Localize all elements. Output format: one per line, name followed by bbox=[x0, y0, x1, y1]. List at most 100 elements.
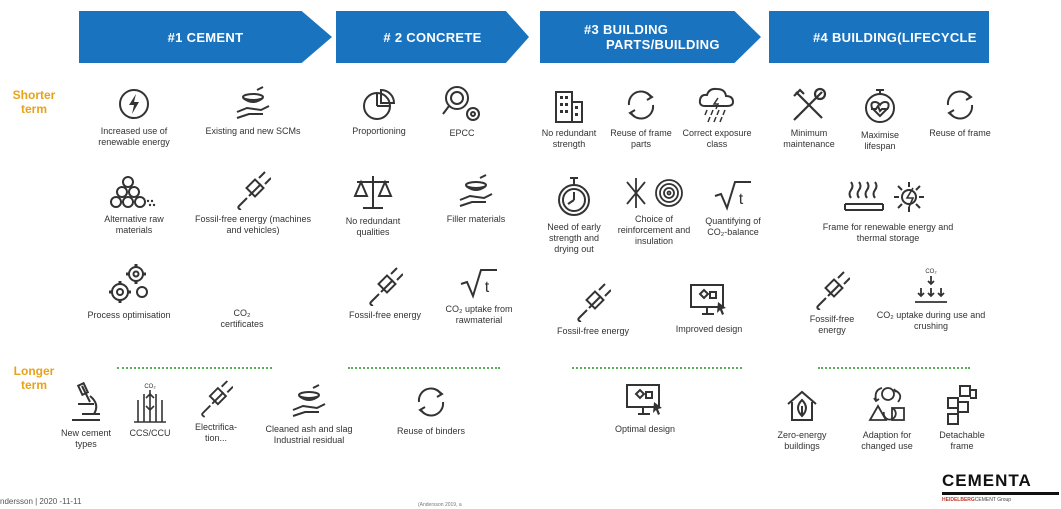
header-building-parts-line1: #3 BUILDING bbox=[584, 22, 669, 37]
svg-text:t: t bbox=[485, 279, 490, 296]
concrete-co2-uptake-label: CO₂ uptake from rawmaterial bbox=[445, 304, 513, 325]
ccs-icon: CO₂ bbox=[134, 384, 166, 423]
concrete-co2-uptake: t CO₂ uptake from rawmaterial bbox=[436, 266, 522, 326]
lc-co2-uptake-use-label: CO₂ uptake during use and crushing bbox=[876, 310, 986, 331]
gears-icon bbox=[109, 264, 148, 303]
bp-reuse-frame-parts-label: Reuse of frame parts bbox=[610, 128, 672, 149]
plug-icon bbox=[577, 283, 611, 322]
plug-icon bbox=[816, 271, 850, 310]
concrete-fossil-free-label: Fossil-free energy bbox=[348, 310, 422, 320]
square-root-icon: t bbox=[460, 269, 497, 299]
logo-sub-text: HEIDELBERGCEMENT Group bbox=[942, 497, 1061, 503]
separator-lifecycle bbox=[818, 367, 970, 369]
lc-maximise-lifespan-label: Maximise lifespan bbox=[860, 130, 899, 151]
detachable-blocks-icon bbox=[947, 385, 977, 425]
header-concrete: # 2 CONCRETE bbox=[336, 11, 529, 63]
cement-scms-label: Existing and new SCMs bbox=[205, 126, 301, 136]
concrete-proportioning: Proportioning bbox=[342, 86, 416, 137]
lc-zero-energy: Zero-energy buildings bbox=[770, 386, 834, 452]
wrench-screwdriver-icon bbox=[793, 87, 827, 121]
logo-sub-brand: HEIDELBERG bbox=[942, 497, 975, 503]
concrete-fossil-free: Fossil-free energy bbox=[340, 266, 430, 321]
bp-fossil-free-label: Fossil-free energy bbox=[556, 326, 630, 336]
header-cement: #1 CEMENT bbox=[79, 11, 332, 63]
lc-fossil-free-label: Fossilf-free energy bbox=[809, 314, 855, 335]
plug-icon bbox=[237, 171, 271, 210]
header-building-parts-line2: PARTS/BUILDING bbox=[606, 37, 720, 52]
cement-alt-raw-label: Alternative raw materials bbox=[104, 214, 164, 235]
hand-bowl-icon bbox=[236, 86, 270, 119]
svg-text:CO₂: CO₂ bbox=[144, 384, 156, 390]
footer-author-date: ndersson | 2020 -11-11 bbox=[0, 497, 82, 506]
concrete-filler: Filler materials bbox=[438, 172, 514, 225]
cement-alt-raw: Alternative raw materials bbox=[88, 174, 180, 236]
cement-scms: Existing and new SCMs bbox=[193, 84, 313, 137]
bp-early-strength: Need of early strength and drying out bbox=[538, 174, 610, 255]
bp-exposure-class-label: Correct exposure class bbox=[682, 128, 752, 149]
circular-arrows-icon bbox=[417, 387, 445, 417]
monitor-design-icon bbox=[690, 284, 726, 315]
shorter-term-label: Shorter term bbox=[12, 88, 56, 116]
pie-chart-icon bbox=[363, 88, 396, 120]
cement-process: Process optimisation bbox=[74, 262, 184, 321]
cement-new-types-label: New cement types bbox=[60, 428, 112, 449]
separator-cement bbox=[117, 367, 272, 369]
bp-early-strength-label: Need of early strength and drying out bbox=[547, 222, 601, 254]
lc-zero-energy-label: Zero-energy buildings bbox=[777, 430, 827, 451]
heat-solar-icon bbox=[844, 181, 924, 212]
bp-co2-balance: t Quantifying of CO₂-balance bbox=[698, 178, 768, 238]
stopwatch-icon bbox=[558, 177, 590, 216]
plug-icon bbox=[369, 267, 403, 306]
svg-text:t: t bbox=[739, 191, 744, 208]
cement-new-types: New cement types bbox=[50, 382, 122, 450]
cement-process-label: Process optimisation bbox=[87, 310, 171, 320]
lc-maximise-lifespan: Maximise lifespan bbox=[852, 86, 908, 152]
cement-renewable-label: Increased use of renewable energy bbox=[98, 126, 170, 147]
cement-fossil-free-label: Fossil-free energy (machines and vehicle… bbox=[194, 214, 312, 235]
monitor-design-icon bbox=[626, 384, 662, 415]
bp-reuse-frame-parts: Reuse of frame parts bbox=[610, 86, 672, 150]
bp-no-redundant-strength-label: No redundant strength bbox=[541, 128, 597, 149]
bp-improved-design-label: Improved design bbox=[675, 324, 743, 334]
cement-co2-cert: CO₂ certificates bbox=[212, 308, 272, 330]
bp-co2-balance-label: Quantifying of CO₂-balance bbox=[705, 216, 761, 237]
cement-ash-slag: Cleaned ash and slag Industrial residual bbox=[254, 382, 364, 446]
logo-sub-rest: CEMENT Group bbox=[974, 497, 1012, 503]
logo-main-text: CEMENTA bbox=[942, 471, 1032, 490]
bp-no-redundant-strength: No redundant strength bbox=[536, 86, 602, 150]
footer-citation: (Andersson 2019, a bbox=[418, 502, 462, 508]
cement-ccs: CO₂ CCS/CCU bbox=[120, 380, 180, 439]
renewable-energy-icon bbox=[119, 89, 149, 119]
lc-adaption: Adaption for changed use bbox=[850, 384, 924, 452]
lc-detachable-label: Detachable frame bbox=[939, 430, 985, 451]
concrete-filler-label: Filler materials bbox=[446, 214, 506, 224]
adaption-shapes-icon bbox=[868, 387, 905, 421]
lc-co2-uptake-use: CO₂ CO₂ uptake during use and crushing bbox=[872, 266, 990, 332]
co2-absorb-icon: CO₂ bbox=[915, 269, 947, 303]
circular-arrows-icon bbox=[627, 90, 655, 120]
concrete-reuse-binders: Reuse of binders bbox=[386, 382, 476, 437]
bp-fossil-free: Fossil-free energy bbox=[548, 282, 638, 337]
longer-term-label: Longer term bbox=[13, 364, 55, 392]
lc-fossil-free: Fossilf-free energy bbox=[802, 270, 862, 336]
lc-reuse-frame-label: Reuse of frame bbox=[929, 128, 991, 138]
lc-adaption-label: Adaption for changed use bbox=[861, 430, 913, 451]
square-root-icon: t bbox=[714, 181, 751, 211]
concrete-epcc: EPCC bbox=[432, 84, 492, 139]
bp-improved-design: Improved design bbox=[664, 282, 754, 335]
logo-bar bbox=[942, 492, 1059, 495]
separator-concrete bbox=[348, 367, 500, 369]
concrete-no-redundant: No redundant qualities bbox=[336, 172, 410, 238]
plug-icon bbox=[201, 380, 233, 418]
concrete-no-redundant-label: No redundant qualities bbox=[345, 216, 401, 237]
cement-renewable-energy: Increased use of renewable energy bbox=[88, 86, 180, 148]
concrete-epcc-label: EPCC bbox=[449, 128, 475, 138]
cement-co2-cert-label: CO₂ certificates bbox=[220, 308, 264, 329]
lc-detachable: Detachable frame bbox=[930, 382, 994, 452]
reinforcement-insulation-icon bbox=[626, 178, 683, 208]
lc-reuse-frame: Reuse of frame bbox=[918, 86, 1002, 139]
header-lifecycle: #4 BUILDING(LIFECYCLE bbox=[769, 11, 989, 63]
eco-house-icon bbox=[787, 390, 817, 421]
lc-frame-renewable: Frame for renewable energy and thermal s… bbox=[812, 176, 964, 244]
concrete-reuse-binders-label: Reuse of binders bbox=[396, 426, 466, 436]
